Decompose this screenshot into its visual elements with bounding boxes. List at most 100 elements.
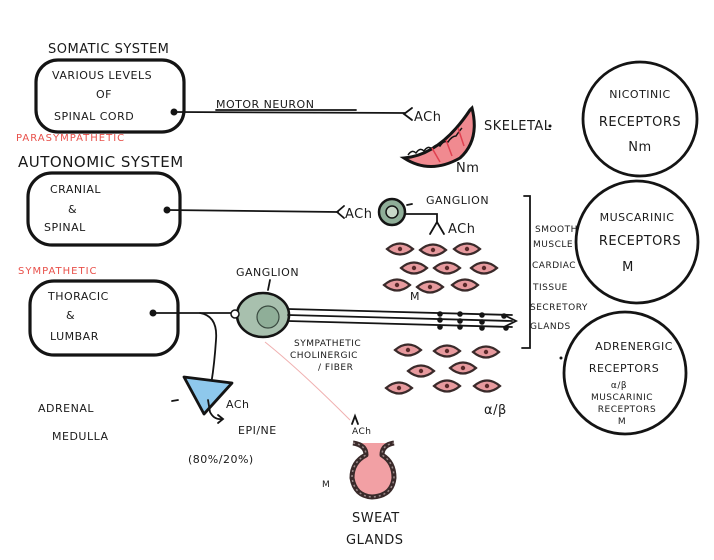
- target-item-secretory: SECRETORY: [530, 303, 588, 313]
- muscarinic-receptors-circle: MUSCARINIC RECEPTORS M: [574, 179, 700, 305]
- nicotinic-line-3: Nm: [628, 140, 651, 155]
- varicosity-dot: [437, 317, 443, 323]
- cell-nucleus: [481, 265, 487, 271]
- skeletal-label: SKELETAL: [484, 119, 552, 134]
- cell-nucleus: [430, 247, 436, 253]
- skeletal-receptor-label: Nm: [456, 161, 479, 176]
- adrenergic-line-6: M: [618, 417, 626, 427]
- sympathetic-ganglion-pointer: [267, 279, 271, 291]
- cell-nucleus: [394, 282, 400, 288]
- varicosity-dot: [479, 325, 485, 331]
- autonomic-system-title: AUTONOMIC SYSTEM: [18, 153, 184, 171]
- adrenal-ach-label: ACh: [226, 398, 249, 411]
- parasympathetic-box-line-3: SPINAL: [44, 221, 86, 234]
- varicosity-dot: [457, 318, 463, 324]
- skeletal-muscle-icon: [399, 105, 476, 168]
- nicotinic-line-2: RECEPTORS: [599, 115, 681, 130]
- sympathetic-box-line-2: &: [66, 309, 75, 322]
- sympathetic-fiber-arrow: [505, 315, 519, 327]
- nicotinic-receptors-circle: NICOTINIC RECEPTORS Nm: [581, 60, 699, 178]
- cell-nucleus: [444, 383, 450, 389]
- sweat-gland-icon: [349, 440, 397, 500]
- adrenergic-line-2: RECEPTORS: [589, 362, 659, 375]
- parasympathetic-preganglionic-ach: ACh: [345, 207, 372, 222]
- sweat-label-line-2: GLANDS: [346, 533, 404, 548]
- parasympathetic-ganglion-label: GANGLION: [426, 194, 489, 207]
- cell-nucleus: [427, 284, 433, 290]
- sympathetic-target-cells: [384, 343, 502, 395]
- cell-nucleus: [418, 368, 424, 374]
- cell-nucleus: [484, 383, 490, 389]
- cell-nucleus: [460, 365, 466, 371]
- somatic-spinal-cord-box: [34, 58, 186, 134]
- sweat-ach-label: ACh: [352, 427, 372, 437]
- target-tissue-bracket: [521, 195, 531, 349]
- stray-dot: [548, 124, 552, 128]
- sympathetic-ganglion-label: GANGLION: [236, 266, 299, 279]
- sympathetic-box-line-3: LUMBAR: [50, 330, 99, 343]
- cell-nucleus: [405, 347, 411, 353]
- sympathetic-receptor-label: α/β: [484, 403, 507, 418]
- cholinergic-fiber-line-2: CHOLINERGIC: [290, 351, 358, 361]
- varicosity-dot: [479, 319, 485, 325]
- adrenal-label-line-2: MEDULLA: [52, 430, 109, 443]
- parasympathetic-division-label: PARASYMPATHETIC: [16, 133, 125, 144]
- parasympathetic-postganglionic-fiber: [404, 213, 438, 223]
- ganglion-pointer: [406, 203, 413, 206]
- motor-neuron-label: MOTOR NEURON: [216, 98, 314, 111]
- cell-nucleus: [411, 265, 417, 271]
- varicosity-dot: [437, 324, 443, 330]
- target-item-smooth: SMOOTH: [535, 225, 578, 235]
- motor-neuron-axon: [173, 111, 406, 114]
- adrenergic-line-1: ADRENERGIC: [595, 340, 673, 353]
- cranial-spinal-box: [26, 171, 182, 247]
- target-item-muscle: MUSCLE: [533, 240, 573, 250]
- sympathetic-division-label: SYMPATHETIC: [18, 266, 98, 277]
- target-item-tissue: TISSUE: [532, 283, 568, 293]
- parasympathetic-postganglionic-ach: ACh: [448, 222, 475, 237]
- adrenergic-receptors-circle: ADRENERGIC RECEPTORS α/β MUSCARINIC RECE…: [562, 310, 688, 436]
- adrenal-dash: [171, 399, 179, 402]
- adrenergic-line-4: MUSCARINIC: [591, 393, 653, 403]
- muscarinic-line-2: RECEPTORS: [599, 234, 681, 249]
- parasympathetic-post-synapse: [429, 220, 445, 235]
- sympathetic-ganglion-icon: [230, 291, 291, 339]
- nicotinic-line-1: NICOTINIC: [609, 88, 670, 101]
- varicosity-dot: [503, 325, 509, 331]
- cholinergic-fiber-line-3: / FIBER: [318, 363, 353, 373]
- cell-nucleus: [396, 385, 402, 391]
- varicosity-dot: [457, 311, 463, 317]
- varicosity-dot: [437, 311, 443, 317]
- muscarinic-line-1: MUSCARINIC: [600, 211, 675, 224]
- varicosity-dot: [501, 313, 507, 319]
- parasympathetic-box-line-1: CRANIAL: [50, 183, 101, 196]
- sympathetic-postganglionic-fibers: [287, 308, 513, 328]
- somatic-box-line-3: SPINAL CORD: [54, 110, 134, 123]
- cell-nucleus: [464, 246, 470, 252]
- sympathetic-box-line-1: THORACIC: [47, 290, 109, 303]
- muscarinic-line-3: M: [622, 260, 634, 275]
- cholinergic-fiber-path: [264, 341, 351, 421]
- adrenal-medulla-icon: [182, 375, 234, 416]
- sweat-synapse: [351, 413, 359, 425]
- adrenergic-line-3: α/β: [611, 381, 627, 391]
- adrenergic-line-5: RECEPTORS: [598, 405, 656, 415]
- adrenal-output-label: EPI/NE: [238, 424, 277, 437]
- parasympathetic-target-cells: [382, 242, 499, 294]
- cell-nucleus: [444, 265, 450, 271]
- sympathetic-varicosities: [437, 311, 509, 331]
- target-item-glands: GLANDS: [530, 322, 571, 332]
- somatic-box-line-1: VARIOUS LEVELS: [52, 69, 152, 82]
- adrenal-output-arrow: [207, 399, 223, 421]
- varicosity-dot: [457, 324, 463, 330]
- cell-nucleus: [483, 349, 489, 355]
- somatic-system-title: SOMATIC SYSTEM: [48, 42, 169, 57]
- parasympathetic-box-line-2: &: [68, 203, 77, 216]
- cell-nucleus: [444, 348, 450, 354]
- stray-dot: [559, 356, 563, 360]
- somatic-synapse-bracket: [402, 107, 413, 121]
- varicosity-dot: [479, 312, 485, 318]
- parasympathetic-synapse-bracket: [335, 205, 345, 219]
- adrenal-arrowhead: [217, 414, 225, 424]
